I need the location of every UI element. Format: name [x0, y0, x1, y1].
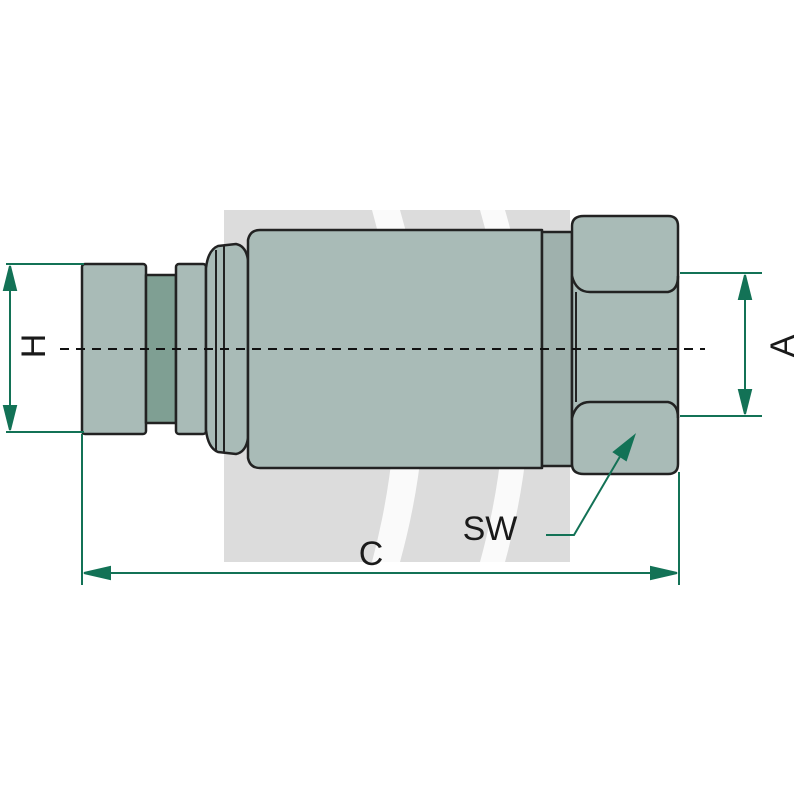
sw-leader [546, 433, 637, 536]
label-a: A [764, 334, 800, 357]
hex-nut [570, 214, 680, 476]
dimension-a [680, 272, 762, 417]
label-h: H [15, 334, 53, 359]
coupling-body [80, 214, 680, 476]
label-c: C [359, 535, 384, 573]
main-sleeve [246, 228, 544, 470]
label-sw: SW [463, 510, 518, 548]
dimension-c [81, 434, 680, 585]
dimension-h [2, 263, 84, 433]
